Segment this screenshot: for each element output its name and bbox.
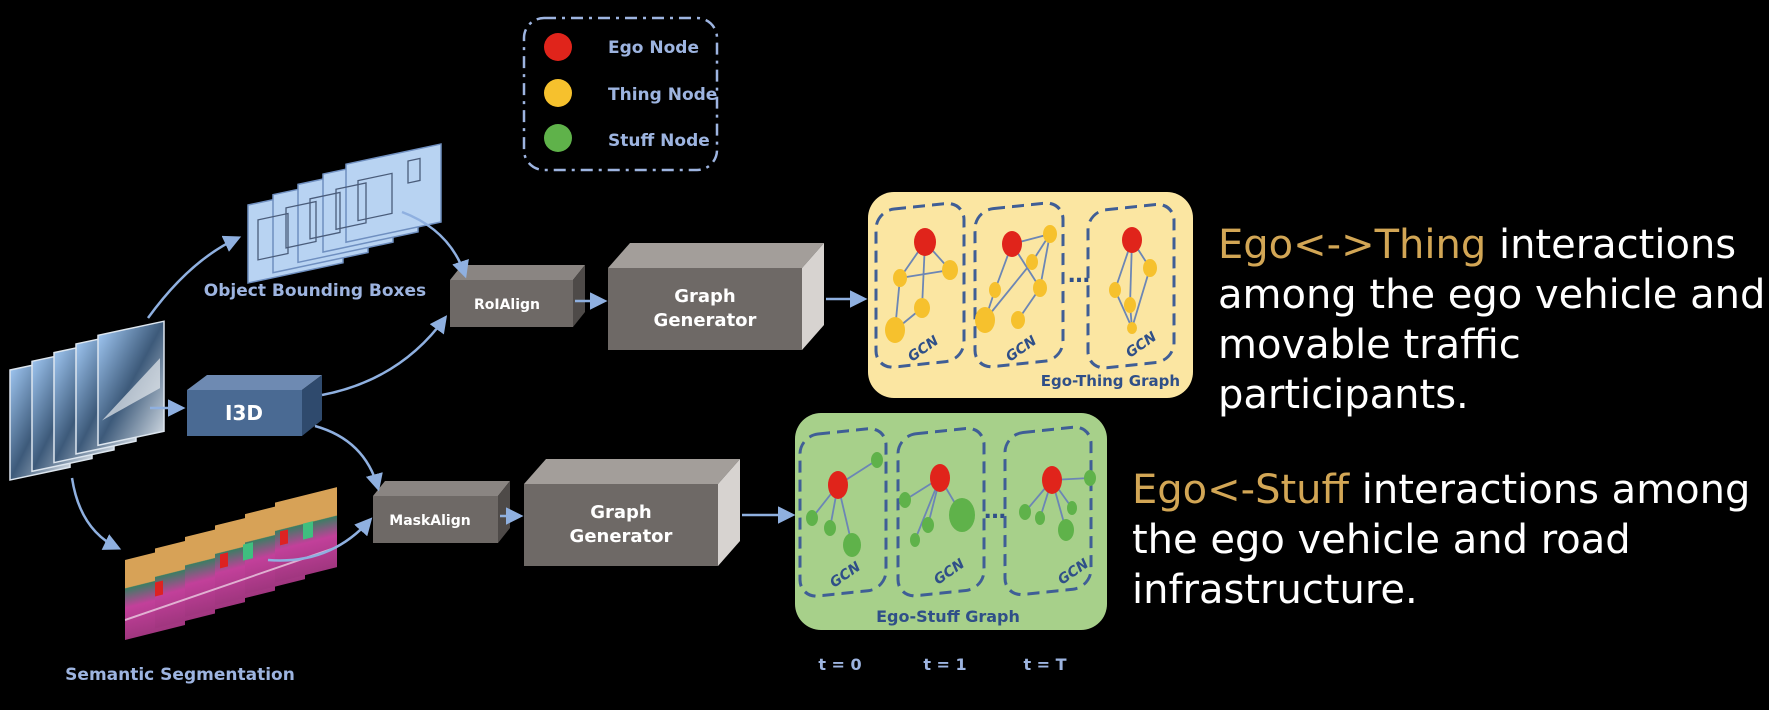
legend-stuff-node-label: Stuff Node <box>608 131 710 151</box>
i3d-block: I3D <box>187 375 322 436</box>
thing-ellipsis: … <box>1068 263 1090 288</box>
i3d-label: I3D <box>225 401 263 425</box>
ego-stuff-description-line1: Ego<-Stuff interactions among <box>1132 465 1750 515</box>
arrow-segmentation-to-maskalign <box>267 517 373 562</box>
legend-thing-node-label: Thing Node <box>608 85 717 105</box>
ego-thing-description-line1: Ego<->Thing interactions <box>1218 220 1769 270</box>
ego-thing-description-line2: among the ego vehicle and <box>1218 272 1766 318</box>
input-video-frames <box>9 320 165 481</box>
roialign-block: RoIAlign <box>450 265 585 327</box>
ego-stuff-description: Ego<-Stuff interactions among the ego ve… <box>1132 465 1750 615</box>
flow-arrows <box>70 210 868 562</box>
ego-thing-description: Ego<->Thing interactions among the ego v… <box>1218 220 1769 420</box>
graph-generator-top-line2: Generator <box>654 310 757 331</box>
ego-thing-highlight: Ego<->Thing <box>1218 222 1487 268</box>
ego-thing-graph-panel: GCN GCN … <box>868 192 1193 398</box>
graph-generator-top: Graph Generator <box>608 243 824 350</box>
graph-generator-bottom-line2: Generator <box>570 526 673 547</box>
thing-graph-frame-tT: GCN <box>1086 202 1176 370</box>
time-label-t0: t = 0 <box>818 655 861 674</box>
stuff-ellipsis: … <box>984 499 1006 524</box>
ego-stuff-highlight: Ego<-Stuff <box>1132 467 1350 513</box>
stuff-node-legend-dot <box>544 124 572 152</box>
semantic-segmentation-stack: Semantic Segmentation <box>65 487 338 685</box>
ego-stuff-description-line2: the ego vehicle and road <box>1132 517 1631 563</box>
roialign-label: RoIAlign <box>474 297 540 313</box>
semantic-segmentation-label: Semantic Segmentation <box>65 665 295 685</box>
ego-stuff-graph-label: Ego-Stuff Graph <box>876 607 1020 626</box>
graph-generator-bottom-line1: Graph <box>590 502 652 523</box>
node-legend: Ego Node Thing Node Stuff Node <box>522 16 719 172</box>
maskalign-label: MaskAlign <box>389 513 470 529</box>
thing-node-legend-dot <box>544 79 572 107</box>
ego-thing-description-line3: movable traffic participants. <box>1218 322 1521 418</box>
time-label-t1: t = 1 <box>923 655 966 674</box>
ego-node-legend-dot <box>544 33 572 61</box>
time-label-tT: t = T <box>1023 655 1066 674</box>
stuff-graph-frame-t0: GCN <box>798 427 888 598</box>
maskalign-block: MaskAlign <box>373 481 510 543</box>
ego-stuff-description-line3: infrastructure. <box>1132 567 1418 613</box>
arrow-i3d-to-roialign <box>321 315 448 397</box>
arrow-bboxes-to-roialign <box>401 210 469 279</box>
ego-stuff-graph-panel: GCN GCN … <box>795 413 1107 630</box>
arrow-video-to-segmentation <box>70 477 122 550</box>
arrow-i3d-to-maskalign <box>314 424 383 492</box>
graph-generator-bottom: Graph Generator <box>524 459 740 566</box>
ego-stuff-line1-rest: interactions among <box>1349 467 1751 513</box>
arrow-video-to-bboxes <box>146 235 242 319</box>
ego-thing-line1-rest: interactions <box>1486 222 1737 268</box>
graph-generator-top-line1: Graph <box>674 286 736 307</box>
ego-thing-graph-label: Ego-Thing Graph <box>1041 372 1180 390</box>
object-bounding-boxes-stack: Object Bounding Boxes <box>204 143 442 301</box>
legend-ego-node-label: Ego Node <box>608 38 699 58</box>
object-bounding-boxes-label: Object Bounding Boxes <box>204 281 426 301</box>
